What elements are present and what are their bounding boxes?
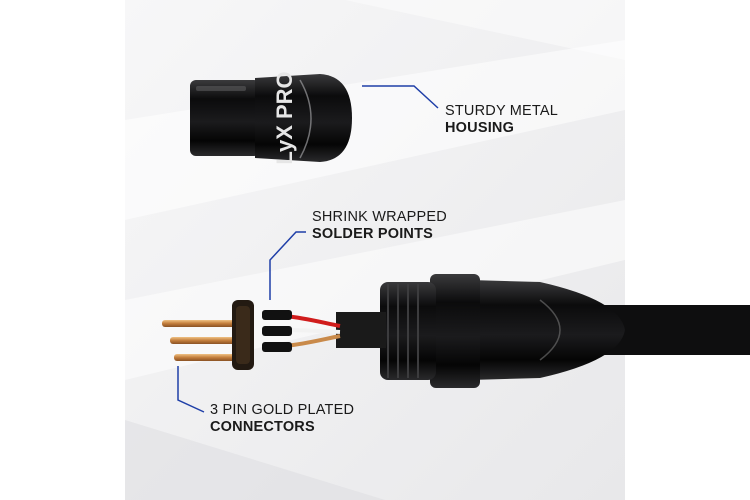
leader-housing [362,85,439,109]
shrink-wrapped-wires [262,310,341,352]
svg-text:LyX PRO: LyX PRO [272,71,297,164]
leader-solder [269,231,306,300]
callout-solder: SHRINK WRAPPED SOLDER POINTS [312,209,447,243]
callout-housing: STURDY METAL HOUSING [445,103,558,137]
cable-plug-assembly [336,274,750,388]
callout-pins-line2: CONNECTORS [210,419,315,435]
metal-housing-connector: LyX PRO [190,71,352,165]
background-panel [125,0,625,500]
callout-housing-line1: STURDY METAL [445,103,559,119]
gold-pin-connectors [162,300,254,370]
callout-pins-line1: 3 PIN GOLD PLATED [210,402,355,418]
brand-logo: LyX PRO [272,71,297,164]
callout-housing-line2: HOUSING [445,120,515,136]
callout-solder-line1: SHRINK WRAPPED [312,209,447,225]
callout-pins: 3 PIN GOLD PLATED CONNECTORS [210,402,354,436]
leader-pins [177,366,205,413]
leader-lines [177,85,439,413]
callout-solder-line2: SOLDER POINTS [312,226,434,242]
